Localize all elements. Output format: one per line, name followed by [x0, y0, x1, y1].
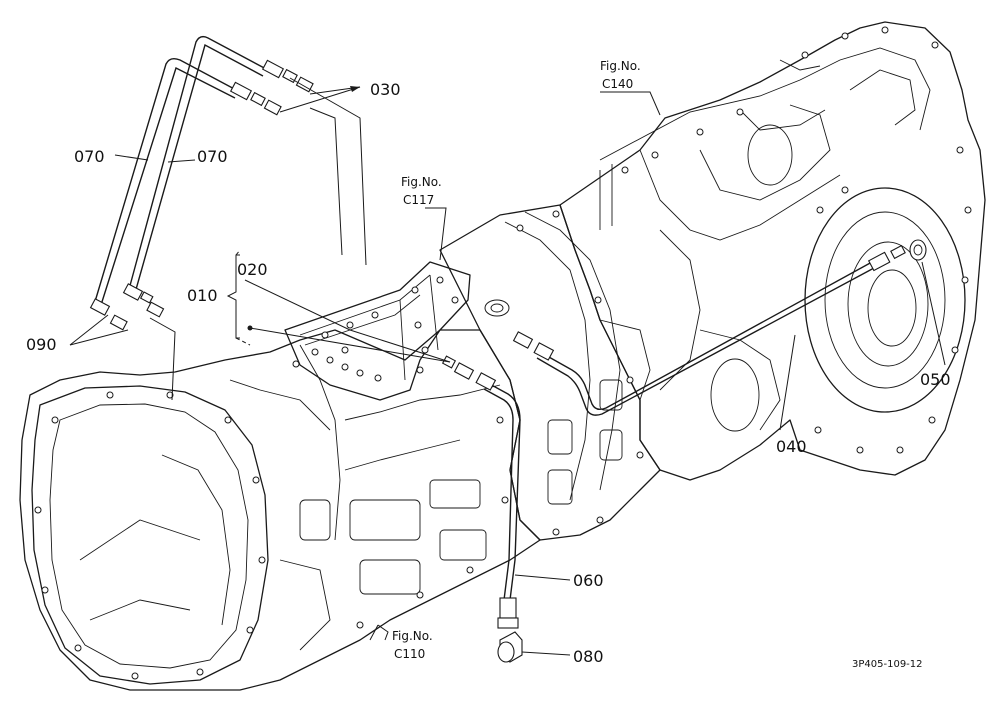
elbow-fitting-080	[497, 631, 523, 663]
fig-ref-c117-caption: Fig.No.	[401, 175, 442, 189]
leader-lines	[69, 77, 946, 656]
fig-ref-c110-number: C110	[394, 647, 425, 661]
callout-030: 030	[370, 80, 401, 99]
control-valve-block	[284, 261, 510, 401]
callout-040: 040	[776, 437, 807, 456]
callout-060: 060	[573, 571, 604, 590]
mid-transmission-case	[439, 204, 661, 541]
callout-labels: 030 070 070 020 010 090 050 040 060 080	[26, 80, 951, 666]
fig-ref-c140-number: C140	[602, 77, 633, 91]
callout-070-left: 070	[74, 147, 105, 166]
callout-010: 010	[187, 286, 218, 305]
callout-090: 090	[26, 335, 57, 354]
figure-references: Fig.No. C117 Fig.No. C140 Fig.No. C110	[392, 59, 641, 661]
front-transmission-case	[19, 329, 541, 691]
fig-ref-c117-number: C117	[403, 193, 434, 207]
callout-020: 020	[237, 260, 268, 279]
callout-080: 080	[573, 647, 604, 666]
callout-070-right: 070	[197, 147, 228, 166]
callout-050: 050	[920, 370, 951, 389]
fig-ref-c140-caption: Fig.No.	[600, 59, 641, 73]
pipe-060	[441, 355, 521, 629]
drawing-code: 3P405-109-12	[852, 659, 923, 670]
fig-ref-c110-caption: Fig.No.	[392, 629, 433, 643]
pipe-040	[512, 239, 927, 416]
pipe-070-assembly	[89, 35, 314, 331]
